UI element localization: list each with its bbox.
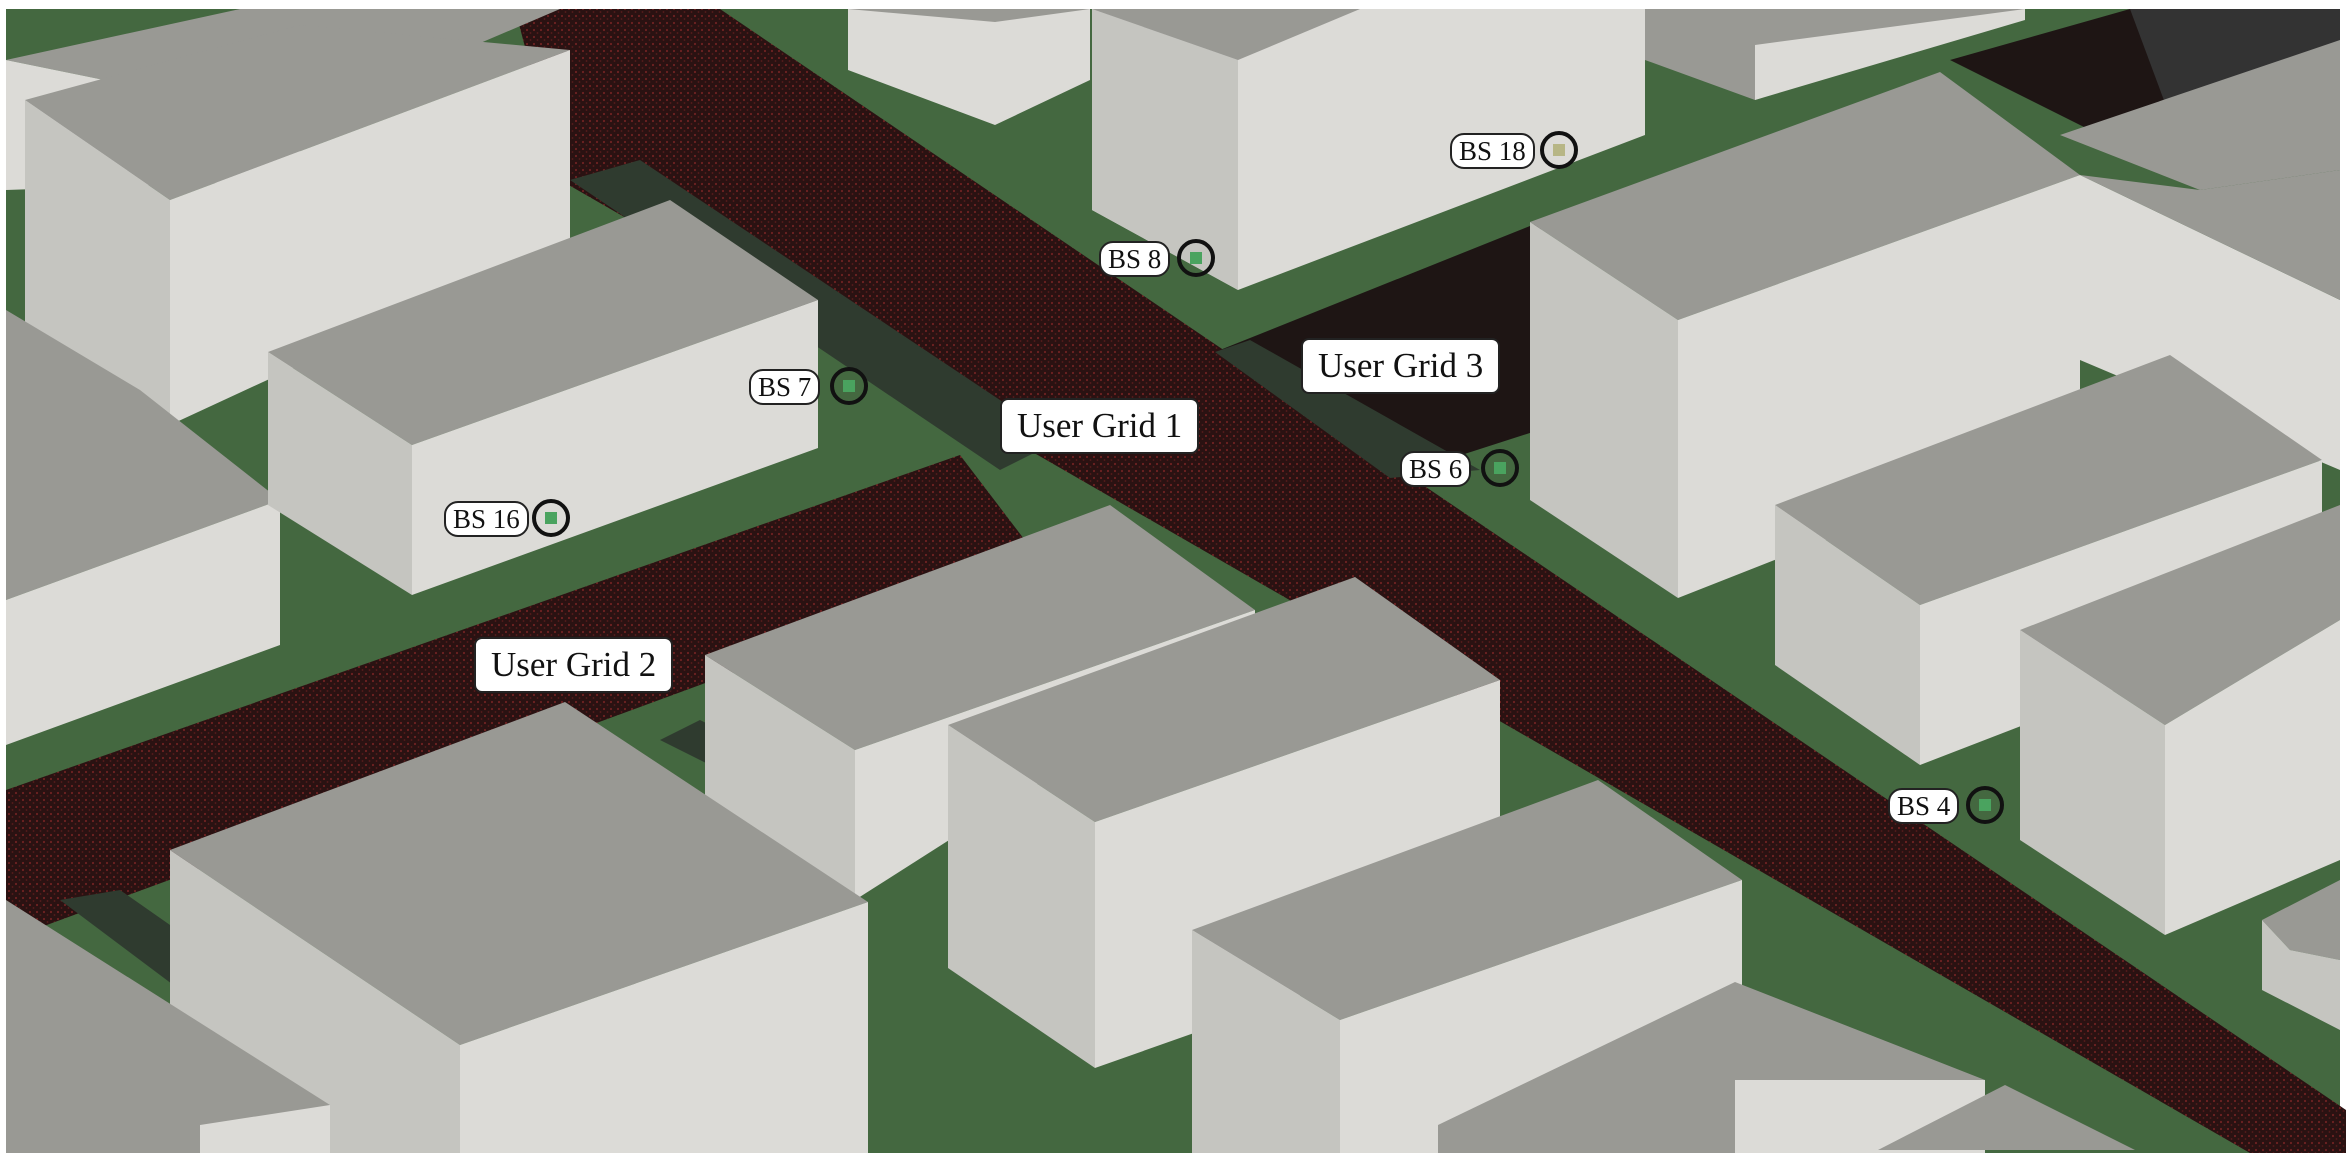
- building: [2020, 505, 2340, 935]
- bs6-label: BS 6: [1400, 451, 1472, 487]
- bs16-marker: [532, 499, 570, 537]
- building: [2262, 880, 2340, 1030]
- building: [1878, 1085, 2135, 1150]
- bs4-label: BS 4: [1888, 788, 1960, 824]
- building: [1092, 9, 1645, 290]
- building: [848, 9, 1090, 125]
- bs7-label: BS 7: [749, 369, 821, 405]
- bs8-marker: [1177, 239, 1215, 277]
- bs16-label: BS 16: [444, 501, 529, 537]
- building: [1530, 72, 2080, 598]
- bs18-label: BS 18: [1450, 133, 1535, 169]
- base-station-markers: [532, 131, 2004, 824]
- building: [6, 900, 330, 1153]
- building: [1645, 9, 2025, 100]
- bs6-marker: [1481, 449, 1519, 487]
- bs8-label: BS 8: [1099, 241, 1171, 277]
- bs7-marker: [830, 367, 868, 405]
- user-grid-2-label: User Grid 2: [474, 637, 674, 693]
- building-shadow: [1215, 340, 1480, 478]
- building: [170, 702, 868, 1153]
- bs4-marker: [1966, 786, 2004, 824]
- user-grid-1-street: [515, 9, 2346, 1153]
- user-grid-3-label: User Grid 3: [1301, 338, 1501, 394]
- user-grid-1-label: User Grid 1: [1000, 398, 1200, 454]
- building: [2060, 40, 2340, 470]
- buildings: [6, 9, 2340, 1153]
- bs18-marker: [1540, 131, 1578, 169]
- building: [6, 310, 280, 745]
